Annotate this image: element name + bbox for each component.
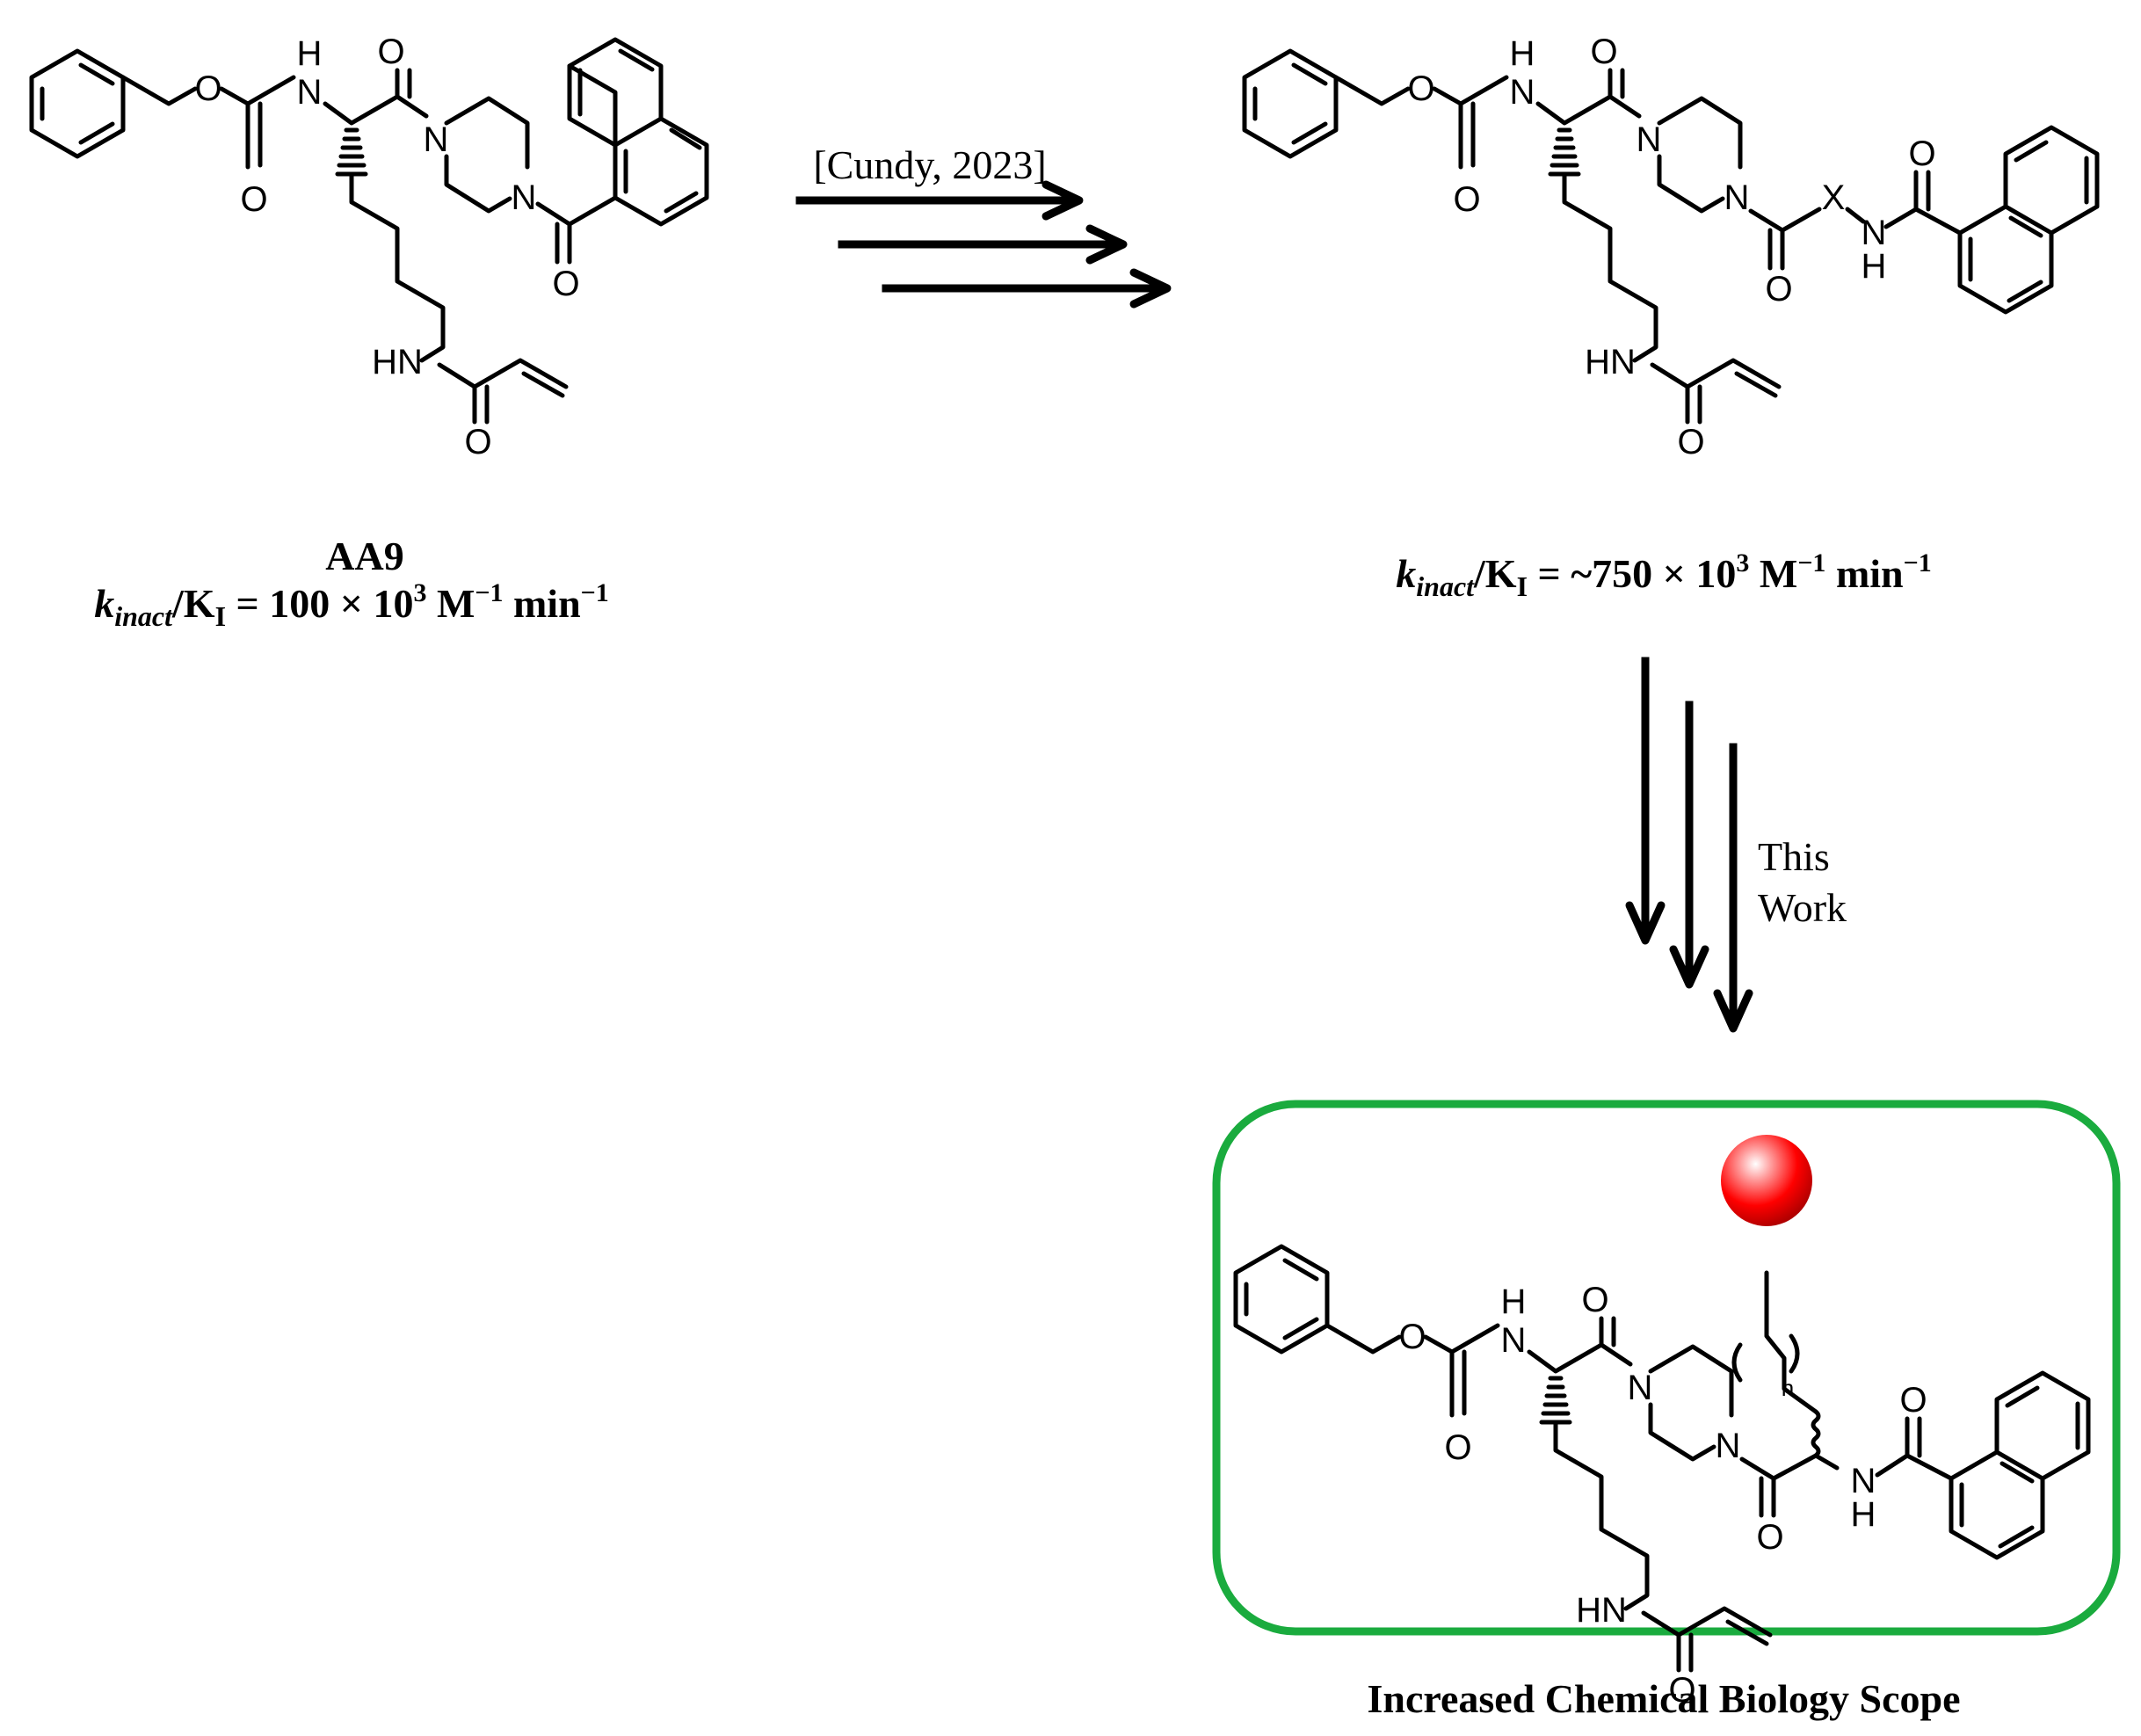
atom-o: O (377, 33, 404, 71)
atom-h: H (1501, 1282, 1527, 1321)
atom-n: N (1637, 120, 1662, 159)
atom-hn: HN (372, 343, 423, 381)
wavy-bond (1811, 1409, 1821, 1458)
scope-caption: Increased Chemical Biology Scope (1367, 1676, 1960, 1721)
atom-n: N (512, 178, 537, 217)
payload-sphere (1721, 1135, 1812, 1226)
rate-constant-aa9: kinact/KI = 100 × 103 M−1 min−1 (94, 578, 609, 632)
atom-o: O (1590, 33, 1617, 71)
atom-o: O (1677, 423, 1704, 461)
atom-h: H (1862, 247, 1887, 286)
structure-scope: O O N H O HN O N N O n N H O (1233, 1244, 2091, 1710)
atom-o: O (1756, 1518, 1783, 1557)
rate-constant-intermediate: kinact/KI = ~750 × 103 M−1 min−1 (1396, 548, 1931, 602)
step-2-label-line1: This (1758, 834, 1830, 879)
atom-o: O (1765, 270, 1792, 309)
triple-arrow-down (1625, 657, 1753, 1033)
atom-o: O (1908, 134, 1935, 173)
structure-intermediate: O O N H O HN O N N O X N H O (1242, 33, 2100, 461)
atom-o: O (240, 180, 267, 219)
naphthalene-ring (567, 37, 709, 227)
atom-o: O (1899, 1381, 1927, 1420)
atom-o: O (194, 69, 221, 108)
step-2-label-line2: Work (1758, 885, 1847, 930)
benzene-ring (1233, 1244, 1330, 1355)
naphthalene-ring (1957, 125, 2100, 315)
compound-name-aa9: AA9 (325, 534, 403, 578)
atom-o: O (464, 423, 491, 461)
atom-n: N (1501, 1321, 1527, 1360)
piperazine-ring (444, 96, 530, 214)
stereo-hash (335, 127, 368, 177)
atom-hn: HN (1576, 1591, 1627, 1630)
atom-n-subscript: n (1782, 1375, 1794, 1401)
atom-o: O (1398, 1318, 1426, 1356)
atom-n: N (297, 73, 323, 112)
atom-o: O (1581, 1281, 1608, 1319)
atom-h: H (297, 34, 323, 73)
atom-n: N (1716, 1427, 1741, 1465)
benzene-ring (1242, 48, 1339, 159)
benzene-ring (29, 48, 126, 159)
triple-arrow-right (795, 180, 1172, 309)
naphthalene-ring (1949, 1370, 2091, 1560)
atom-x: X (1822, 178, 1846, 217)
atom-o: O (1453, 180, 1480, 219)
atom-n: N (1851, 1462, 1876, 1500)
atom-h: H (1851, 1495, 1876, 1534)
atom-o: O (1668, 1671, 1695, 1710)
structure-aa9: O O N H O HN O N N O (29, 33, 709, 461)
atom-o: O (1444, 1428, 1471, 1467)
atom-n: N (1510, 73, 1535, 112)
atom-h: H (1510, 34, 1535, 73)
atom-n: N (424, 120, 449, 159)
step-1-label: [Cundy, 2023] (813, 142, 1046, 187)
atom-n: N (1862, 214, 1887, 252)
scope-box (1212, 1100, 2121, 1636)
atom-hn: HN (1585, 343, 1636, 381)
atom-n: N (1724, 178, 1750, 217)
atom-n: N (1628, 1369, 1653, 1407)
lysine-chain (349, 173, 446, 363)
atom-o: O (552, 265, 579, 303)
atom-o: O (1407, 69, 1434, 108)
